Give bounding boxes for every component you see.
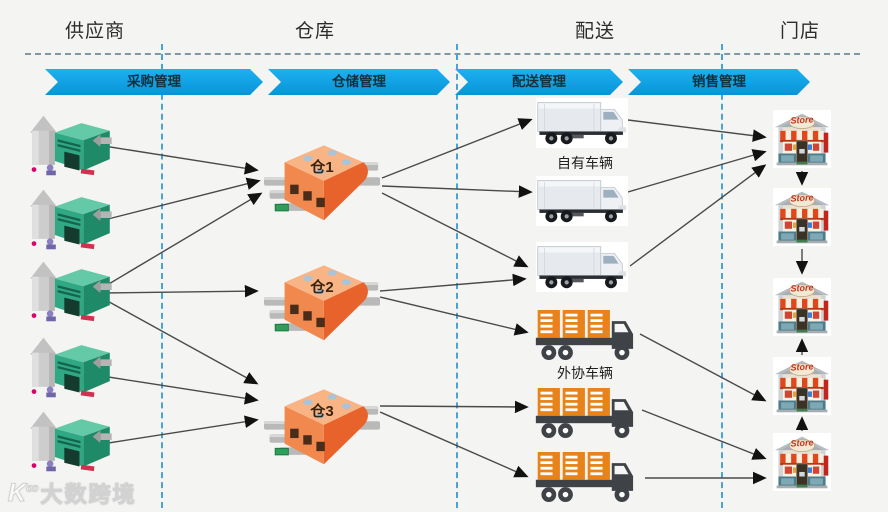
arrow-w1-t1 <box>381 118 533 179</box>
supplier-node-3 <box>26 254 114 326</box>
warehouse-node-2: 仓2 <box>264 254 380 346</box>
vertical-divider-2 <box>456 44 458 508</box>
flatbed-truck-icon <box>534 384 634 442</box>
arrow-s2-w1 <box>103 177 261 221</box>
box-truck-icon <box>536 242 628 292</box>
banner-step-procurement: 采购管理 <box>45 69 263 95</box>
vertical-divider-1 <box>161 44 163 508</box>
column-header-stores: 门店 <box>779 21 820 42</box>
banner-step-warehousing: 仓储管理 <box>268 69 450 95</box>
factory-icon <box>26 404 114 476</box>
arrow-w3-t6 <box>379 411 529 478</box>
arrow-w3-t5 <box>379 400 529 414</box>
store-node-1: Store <box>773 110 831 168</box>
watermark-logo: Koo <box>7 478 39 507</box>
factory-icon <box>26 108 114 180</box>
factory-icon <box>26 254 114 326</box>
arrow-s4-w3 <box>101 375 259 405</box>
arrow-t1-st1 <box>627 119 767 142</box>
arrow-s3-w1 <box>101 192 263 289</box>
arrow-w2-t4 <box>379 296 529 336</box>
horizontal-divider <box>25 53 860 55</box>
store-node-3: Store <box>773 278 831 336</box>
outsourced-truck-3 <box>534 448 634 506</box>
arrow-s5-w3 <box>101 415 259 445</box>
box-truck-icon <box>536 98 628 148</box>
arrow-t3-st1 <box>629 164 767 267</box>
own-truck-2 <box>536 176 628 226</box>
own-truck-3 <box>536 242 628 292</box>
outsourced-vehicles-label: 外协车辆 <box>557 365 613 381</box>
arrow-w1-t2 <box>381 185 533 198</box>
warehouse-node-3: 仓3 <box>264 378 380 470</box>
outsourced-truck-2 <box>534 384 634 442</box>
arrow-t2-st1 <box>627 149 767 193</box>
supplier-node-4 <box>26 330 114 402</box>
box-truck-icon <box>536 176 628 226</box>
outsourced-truck-1 <box>534 306 634 364</box>
column-header-suppliers: 供应商 <box>64 21 125 42</box>
supplier-node-1 <box>26 108 114 180</box>
supplier-node-2 <box>26 182 114 254</box>
watermark-text: 大数跨境 <box>40 482 137 508</box>
arrow-s3-w3 <box>101 297 259 385</box>
warehouse-label: 仓1 <box>310 159 334 176</box>
warehouse-label: 仓3 <box>310 403 334 420</box>
arrow-s3-w2 <box>101 284 259 298</box>
factory-icon <box>26 330 114 402</box>
warehouse-label: 仓2 <box>310 279 334 296</box>
arrow-w2-t3 <box>379 273 527 292</box>
warehouse-node-1: 仓1 <box>264 134 380 226</box>
arrow-t4-st4 <box>639 333 767 402</box>
banner-step-distribution: 配送管理 <box>455 69 623 95</box>
store-node-5: Store <box>773 433 831 491</box>
warehouse-icon <box>264 254 380 346</box>
banner-step-sales: 销售管理 <box>628 69 810 95</box>
supplier-node-5 <box>26 404 114 476</box>
flatbed-truck-icon <box>534 448 634 506</box>
column-header-distribution: 配送 <box>574 21 615 42</box>
store-node-4: Store <box>773 357 831 415</box>
column-header-warehouse: 仓库 <box>294 21 335 42</box>
vertical-divider-3 <box>721 44 723 508</box>
factory-icon <box>26 182 114 254</box>
arrow-s1-w1 <box>103 145 259 175</box>
own-truck-1 <box>536 98 628 148</box>
arrow-t5-st5 <box>641 409 767 460</box>
store-node-2: Store <box>773 188 831 246</box>
flatbed-truck-icon <box>534 306 634 364</box>
own-vehicles-label: 自有车辆 <box>557 155 613 171</box>
arrow-w1-t3 <box>381 192 529 268</box>
warehouse-icon <box>264 134 380 226</box>
warehouse-icon <box>264 378 380 470</box>
watermark: Koo 大数跨境 <box>7 477 137 509</box>
